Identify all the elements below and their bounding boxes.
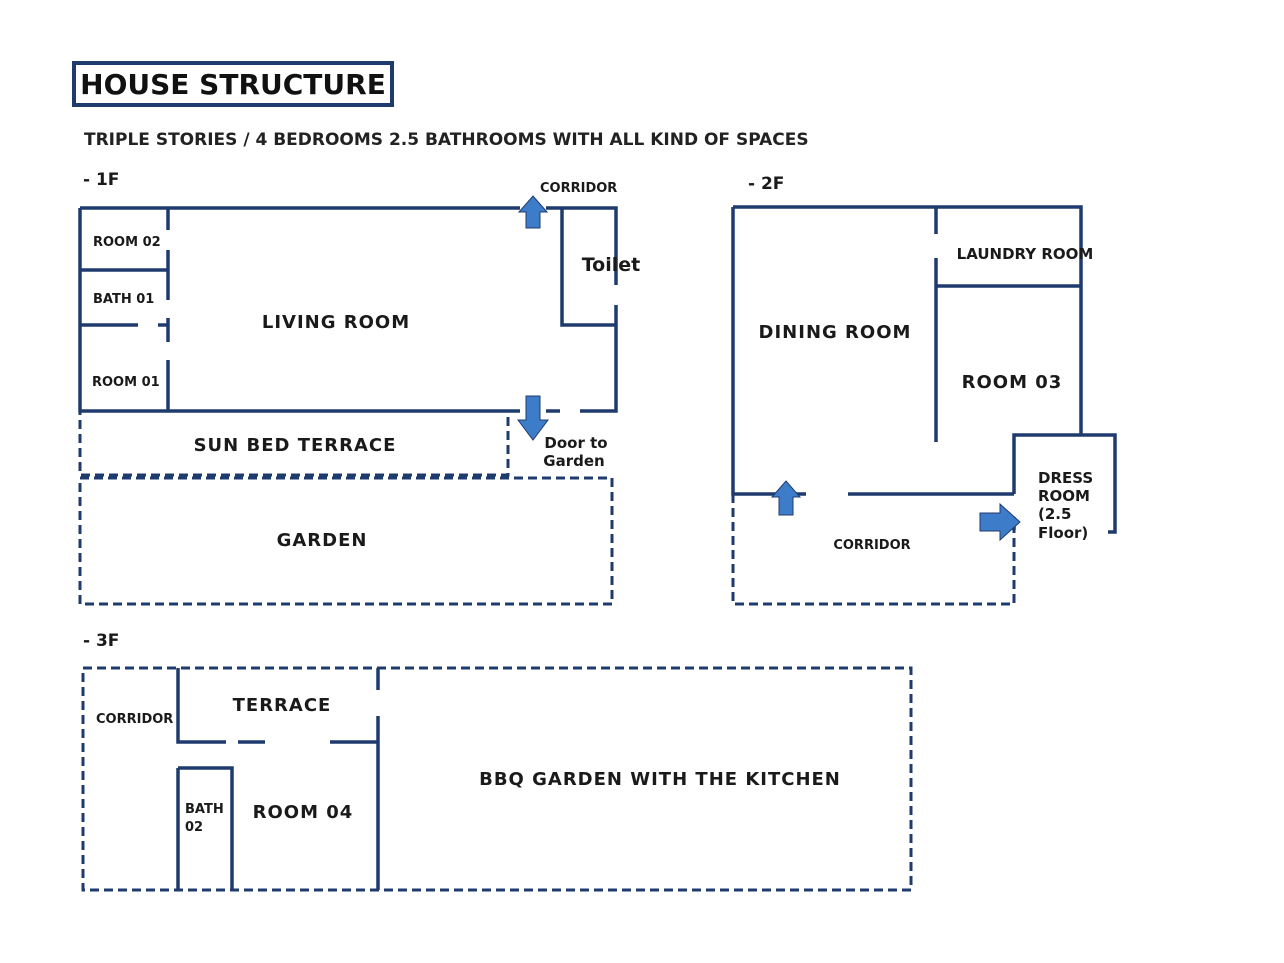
door-label-line1: Door to (544, 434, 607, 452)
garden-label: GARDEN (277, 530, 368, 551)
corridor-3f-label: CORRIDOR (96, 712, 173, 727)
dress-room-line2: ROOM (1038, 487, 1090, 505)
dress-room-line4: Floor) (1038, 524, 1088, 542)
bath02-line2: 02 (185, 820, 203, 835)
page-subtitle: TRIPLE STORIES / 4 BEDROOMS 2.5 BATHROOM… (84, 130, 809, 150)
floor-1f-garden-outline (78, 476, 614, 606)
bath01-label: BATH 01 (93, 292, 154, 307)
room02-label: ROOM 02 (93, 235, 161, 250)
corridor-1f-label: CORRIDOR (540, 181, 617, 196)
sun-bed-terrace-label: SUN BED TERRACE (194, 435, 397, 456)
floor-3f-walls (176, 668, 380, 890)
floor-3f: - 3F CORRIDOR TERRACE BATH 02 ROOM 04 BB… (81, 631, 913, 892)
corridor-2f-label: CORRIDOR (833, 538, 910, 553)
page-title: HOUSE STRUCTURE (80, 67, 386, 101)
room04-label: ROOM 04 (253, 802, 354, 823)
floor-1f-walls (78, 206, 618, 413)
floor-2f: - 2F LAUNDRY ROOM DINING ROOM ROOM 03 DR… (731, 174, 1117, 606)
floor-1f-toilet-walls (560, 208, 616, 327)
arrow-up-icon (517, 195, 549, 229)
bbq-garden-label: BBQ GARDEN WITH THE KITCHEN (479, 769, 841, 790)
floor-1f-label: - 1F (83, 170, 119, 190)
floor-3f-label: - 3F (83, 631, 119, 651)
terrace-label: TERRACE (233, 695, 332, 716)
toilet-label: Toilet (582, 254, 640, 276)
floor-1f-left-rooms (80, 208, 170, 411)
floor-2f-label: - 2F (748, 174, 784, 194)
arrow-up-icon (770, 480, 802, 516)
dining-room-label: DINING ROOM (759, 322, 912, 343)
door-label-line2: Garden (543, 452, 604, 470)
floor-1f-terrace-outline (78, 409, 510, 477)
floor-2f-corridor-outline (731, 494, 1016, 606)
title-box: HOUSE STRUCTURE (72, 61, 394, 107)
living-room-label: LIVING ROOM (262, 312, 410, 333)
room01-label: ROOM 01 (92, 375, 160, 390)
room03-label: ROOM 03 (962, 372, 1063, 393)
bath02-line1: BATH (185, 802, 224, 817)
dress-room-line1: DRESS (1038, 469, 1093, 487)
floor-3f-outline (81, 666, 913, 892)
floor-1f: - 1F ROOM 02 BATH 01 ROOM 01 LIVING ROOM… (78, 170, 640, 606)
arrow-down-icon (517, 395, 549, 441)
arrow-right-icon (979, 502, 1021, 542)
dress-room-line3: (2.5 (1038, 505, 1071, 523)
laundry-room-label: LAUNDRY ROOM (957, 245, 1094, 263)
